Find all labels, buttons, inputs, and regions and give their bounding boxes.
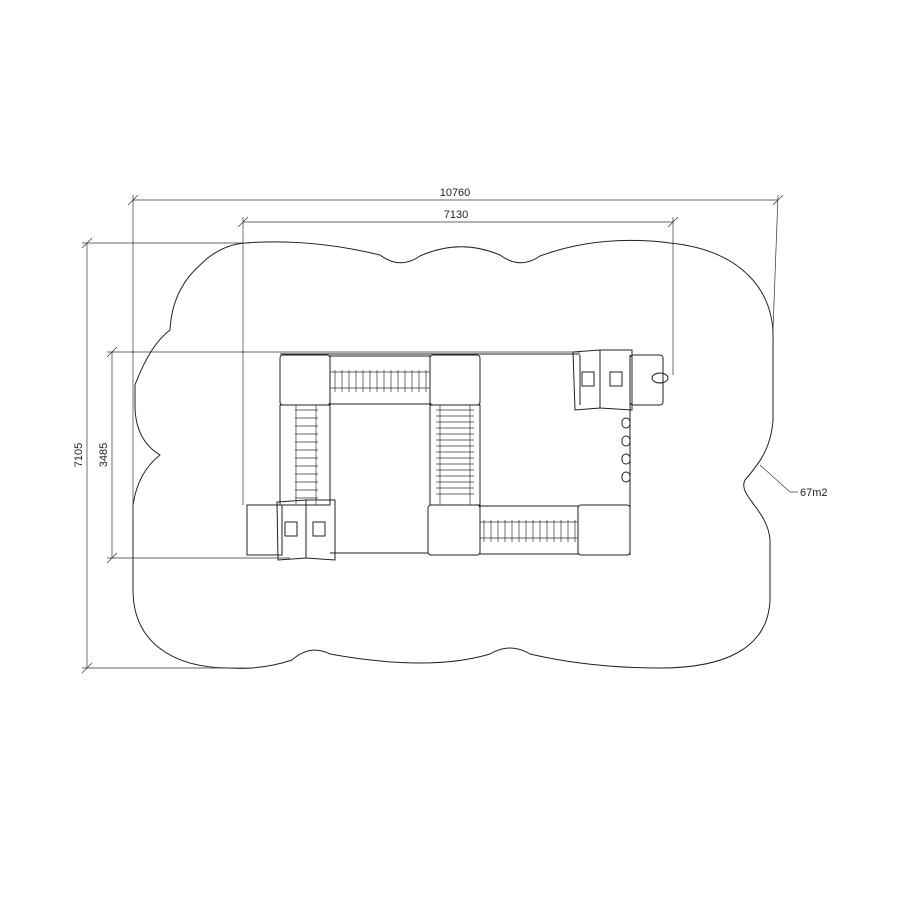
equipment-depth-label: 3485 (98, 443, 110, 467)
bridge-middle (429, 404, 481, 506)
area-label: 67m2 (800, 487, 828, 499)
bridge-rungs (295, 370, 578, 542)
bridge-bottom (479, 505, 579, 555)
bridge-left (279, 404, 331, 506)
overall-depth-label: 7105 (73, 443, 85, 467)
deck-2 (429, 354, 481, 406)
dimension-overall-depth: 7105 (73, 237, 250, 674)
panel-top-2 (599, 349, 633, 411)
play-structure (246, 349, 669, 561)
dimension-equipment-width: 7130 (237, 209, 679, 505)
bridge-top (329, 355, 431, 405)
deck-4 (577, 504, 631, 556)
dimension-equipment-depth: 3485 (98, 346, 580, 564)
panel-top-1 (572, 349, 601, 411)
deck-3 (427, 504, 481, 556)
panel-bottom-2 (305, 499, 336, 561)
area-callout: 67m2 (759, 464, 828, 499)
equipment-width-label: 7130 (444, 209, 468, 221)
panel-bottom-1 (276, 499, 307, 561)
deck-1 (279, 354, 331, 406)
dimension-overall-width: 10760 (127, 187, 784, 520)
safety-zone-outline (132, 239, 774, 669)
overall-width-label: 10760 (440, 187, 471, 199)
